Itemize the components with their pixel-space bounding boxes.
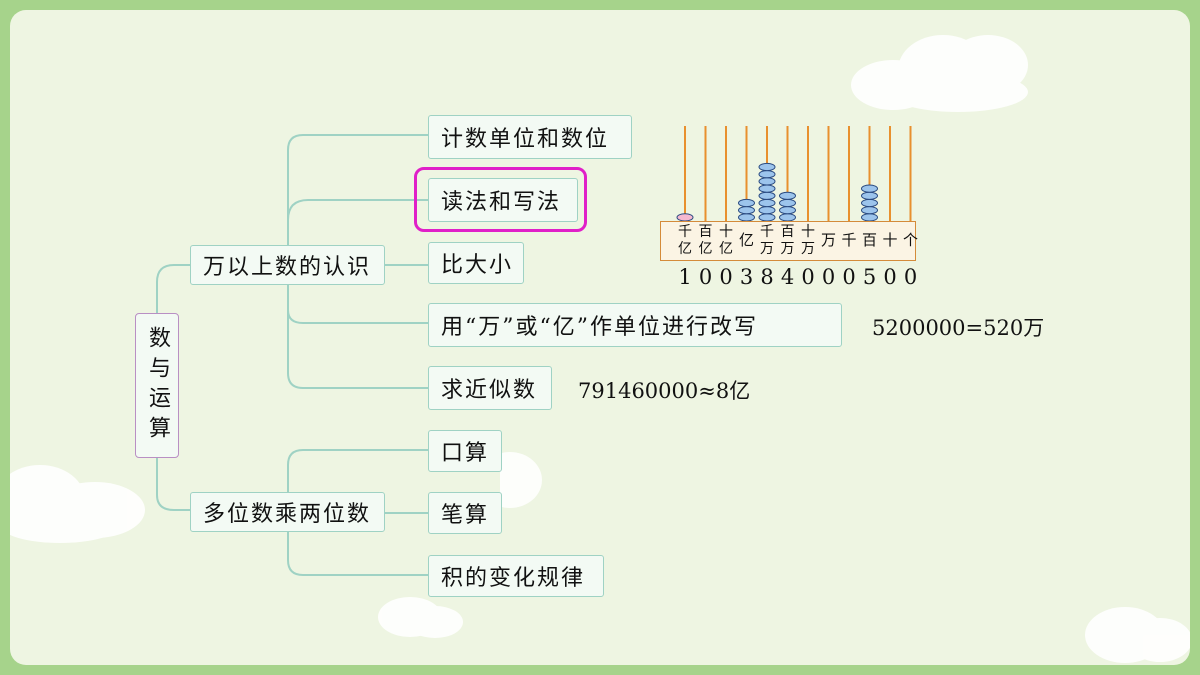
abacus-bead [758, 184, 776, 193]
abacus-place-label: 百 [861, 231, 877, 249]
abacus-place-label: 十万 [801, 224, 815, 257]
abacus-digit: 1 [678, 265, 692, 289]
abacus-place-label: 十 [882, 231, 898, 249]
node-rewrite-units[interactable]: 用“万”或“亿”作单位进行改写 [428, 303, 842, 347]
abacus-digit: 0 [842, 265, 856, 289]
abacus-digit: 0 [821, 265, 836, 289]
abacus-bead [738, 206, 755, 215]
abacus-place-label: 百亿 [698, 224, 713, 257]
connector-lines [156, 134, 428, 576]
abacus-place-label: 千万 [760, 224, 774, 257]
abacus-digit: 0 [801, 265, 815, 289]
node-written-calc[interactable]: 笔算 [428, 492, 502, 534]
abacus-digit: 4 [780, 265, 795, 289]
node-mental-calc[interactable]: 口算 [428, 430, 502, 472]
abacus-digit: 5 [862, 265, 877, 289]
node-reading-writing[interactable]: 读法和写法 [428, 178, 578, 222]
abacus-place-label: 千 [841, 231, 857, 249]
abacus-bead [758, 191, 776, 200]
abacus-digit: 8 [760, 265, 774, 289]
abacus-place-label: 百万 [780, 224, 795, 257]
abacus-bead [758, 162, 776, 172]
abacus-bead [779, 206, 796, 215]
cloud-decoration [851, 35, 1028, 112]
abacus-bead [738, 198, 755, 208]
abacus-bead [758, 170, 776, 179]
abacus-bead [676, 213, 694, 222]
abacus-bead [758, 206, 776, 215]
slide: 数与运算 万以上数的认识 多位数乘两位数 计数单位和数位 读法和写法 比大小 用… [10, 10, 1190, 665]
abacus-place-label: 个 [902, 231, 918, 249]
cloud-decoration [10, 465, 145, 543]
abacus-place-label: 万 [820, 231, 836, 249]
abacus-digit: 0 [883, 265, 897, 289]
node-product-pattern[interactable]: 积的变化规律 [428, 555, 604, 597]
abacus-digit: 0 [903, 265, 918, 289]
rewrite-example: 5200000=520万 [872, 316, 1045, 340]
abacus-digit: 0 [698, 265, 713, 289]
place-label-frame [660, 221, 916, 261]
cloud-decoration [500, 452, 542, 508]
node-approximate[interactable]: 求近似数 [428, 366, 552, 410]
abacus-bead [758, 213, 776, 222]
abacus-digit: 3 [739, 265, 754, 289]
abacus-bead [758, 177, 776, 186]
abacus-bead [738, 213, 755, 222]
highlight-frame [414, 167, 587, 232]
abacus-bead [758, 198, 776, 208]
node-compare[interactable]: 比大小 [428, 242, 524, 284]
approx-example: 791460000≈8亿 [578, 379, 751, 403]
cloud-decoration [1085, 607, 1190, 663]
abacus-place-label: 十亿 [719, 224, 733, 257]
abacus-bead [779, 213, 796, 222]
abacus-bead [861, 184, 878, 193]
abacus-bead [779, 191, 796, 200]
abacus-bead [861, 191, 878, 200]
root-node[interactable]: 数与运算 [135, 313, 179, 458]
branch-large-numbers[interactable]: 万以上数的认识 [190, 245, 385, 285]
abacus-bead [861, 206, 878, 215]
abacus-place-label: 亿 [738, 231, 754, 249]
abacus [676, 126, 912, 222]
cloud-decoration [378, 597, 463, 638]
abacus-place-label: 千亿 [678, 224, 692, 257]
abacus-bead [861, 213, 878, 222]
abacus-bead [861, 198, 878, 208]
abacus-bead [779, 198, 796, 208]
branch-multiplication[interactable]: 多位数乘两位数 [190, 492, 385, 532]
abacus-digit: 0 [719, 265, 733, 289]
node-counting-units[interactable]: 计数单位和数位 [428, 115, 632, 159]
